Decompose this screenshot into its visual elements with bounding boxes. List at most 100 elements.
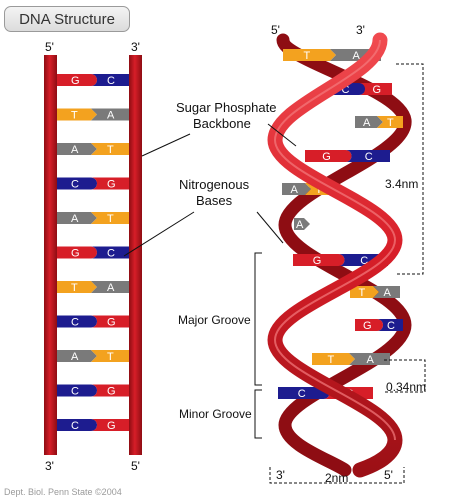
helix-top-left-end: 5' (271, 23, 280, 37)
helix-base-letter-left-1: C (342, 84, 350, 96)
ladder-base-letter-right-9: G (107, 386, 116, 398)
helix-base-letter-right-0: A (353, 50, 361, 62)
ladder-base-letter-left-9: C (71, 386, 79, 398)
ladder-base-letter-left-10: C (71, 420, 79, 432)
helix-base-letter-right-1: G (373, 84, 382, 96)
ladder-base-right-5 (91, 246, 129, 259)
ladder-bottom-left-end: 3' (45, 459, 54, 473)
helix-base-letter-left-0: T (304, 50, 311, 62)
nitro-pointer-left (123, 211, 195, 257)
ladder-top-left-end: 5' (45, 40, 54, 54)
ladder-base-right-0 (91, 74, 129, 86)
helix-base-letter-left-2: A (363, 117, 371, 129)
major-groove-bracket (254, 252, 262, 386)
ladder-base-right-3 (91, 177, 129, 190)
helix-base-left-4 (282, 183, 311, 195)
ladder-base-letter-left-1: T (71, 110, 78, 122)
ladder-base-left-6 (57, 281, 97, 293)
pitch-label: 3.4nm (385, 177, 418, 191)
ladder-base-left-3 (57, 177, 98, 190)
sugar-pointer-right (267, 123, 297, 147)
ladder-base-letter-right-10: G (107, 420, 116, 432)
helix-base-letter-right-6: C (360, 255, 368, 267)
helix-base-letter-left-8: G (363, 320, 372, 332)
minor-groove-label: Minor Groove (179, 407, 252, 421)
ladder-base-letter-right-2: T (107, 144, 114, 156)
sugar-phosphate-label-line2: Backbone (193, 116, 251, 131)
nitro-pointer-right (256, 211, 284, 244)
ladder-base-letter-left-3: C (71, 179, 79, 191)
helix-base-letter-left-7: T (359, 287, 366, 299)
ladder-base-right-1 (91, 108, 129, 121)
helix-base-letter-left-4: A (291, 184, 299, 196)
helix-base-left-10 (278, 387, 330, 399)
ladder-base-right-4 (91, 212, 129, 224)
helix-base-right-3 (345, 150, 390, 162)
ladder-base-left-4 (57, 212, 97, 224)
helix-base-left-9 (312, 353, 355, 365)
helix-base-right-1 (359, 83, 392, 95)
ladder-base-letter-left-7: C (71, 317, 79, 329)
nitrogenous-label-line2: Bases (196, 193, 233, 208)
ladder-top-right-end: 3' (131, 40, 140, 54)
ladder-base-letter-right-4: T (107, 213, 114, 225)
helix-base-letter-right-7: A (384, 287, 392, 299)
rise-bracket (384, 359, 426, 393)
ladder-right-backbone (129, 55, 142, 455)
helix-base-letter-right-9: A (367, 354, 375, 366)
helix-pair-5: A (294, 218, 310, 231)
ladder-base-letter-right-0: C (107, 75, 115, 87)
helix-base-right-2 (377, 116, 403, 128)
ladder-base-right-8 (91, 350, 129, 362)
ladder-base-letter-right-8: T (107, 351, 114, 363)
nitrogenous-label-line1: Nitrogenous (179, 177, 250, 192)
helix-base-left-6 (293, 254, 345, 266)
ladder-base-letter-right-3: G (107, 179, 116, 191)
width-bracket (269, 467, 405, 484)
ladder-base-letter-left-0: G (71, 75, 80, 87)
ladder-base-letter-left-6: T (71, 282, 78, 294)
major-groove-label: Major Groove (178, 313, 251, 327)
helix-base-letter-left-6: G (313, 255, 322, 267)
ladder-base-left-8 (57, 350, 97, 362)
ladder-base-right-9 (91, 384, 129, 397)
ladder-base-left-2 (57, 143, 97, 155)
ladder-base-letter-left-2: A (71, 144, 79, 156)
ladder-base-letter-left-4: A (71, 213, 79, 225)
helix-base-left-2 (355, 116, 383, 128)
helix-base-letter-left-10: C (298, 388, 306, 400)
ladder-base-letter-right-5: C (107, 248, 115, 260)
helix-base-left-3 (305, 150, 352, 162)
pitch-bracket (396, 63, 424, 275)
ladder-base-left-9 (57, 384, 98, 397)
sugar-pointer-left (141, 133, 191, 157)
helix-base-left-0 (283, 49, 336, 61)
helix-base-left-5 (294, 218, 310, 230)
helix-base-letter-right-4: T (316, 184, 323, 196)
credit-text: Dept. Biol. Penn State ©2004 (4, 487, 122, 497)
ladder-base-letter-left-5: G (71, 248, 80, 260)
ladder-base-right-2 (91, 143, 129, 155)
ladder-base-right-10 (91, 419, 129, 431)
width-label: 2nm (325, 471, 348, 485)
ladder-base-letter-right-7: G (107, 317, 116, 329)
ladder-bottom-right-end: 5' (131, 459, 140, 473)
helix-base-right-9 (349, 353, 390, 365)
helix-base-letter-right-2: T (387, 117, 394, 129)
helix-bottom-left-end: 3' (276, 468, 285, 482)
ladder-base-letter-right-1: A (107, 110, 115, 122)
helix-base-left-7 (350, 286, 379, 298)
